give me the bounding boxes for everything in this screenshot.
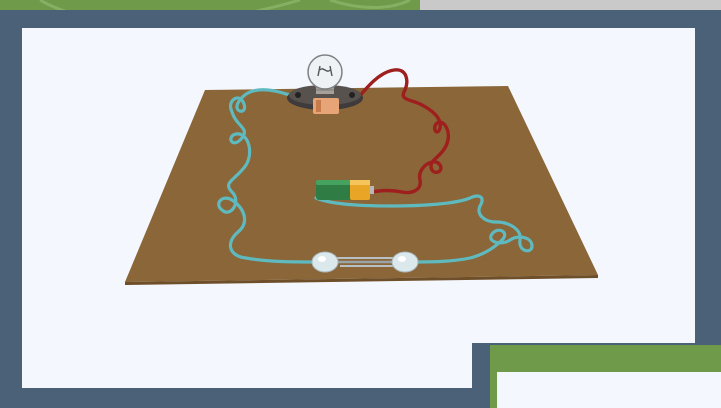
battery [316,180,374,200]
top-right-grey-strip [420,0,721,10]
light-panel-lower [22,343,472,388]
notch-panel [497,372,721,408]
